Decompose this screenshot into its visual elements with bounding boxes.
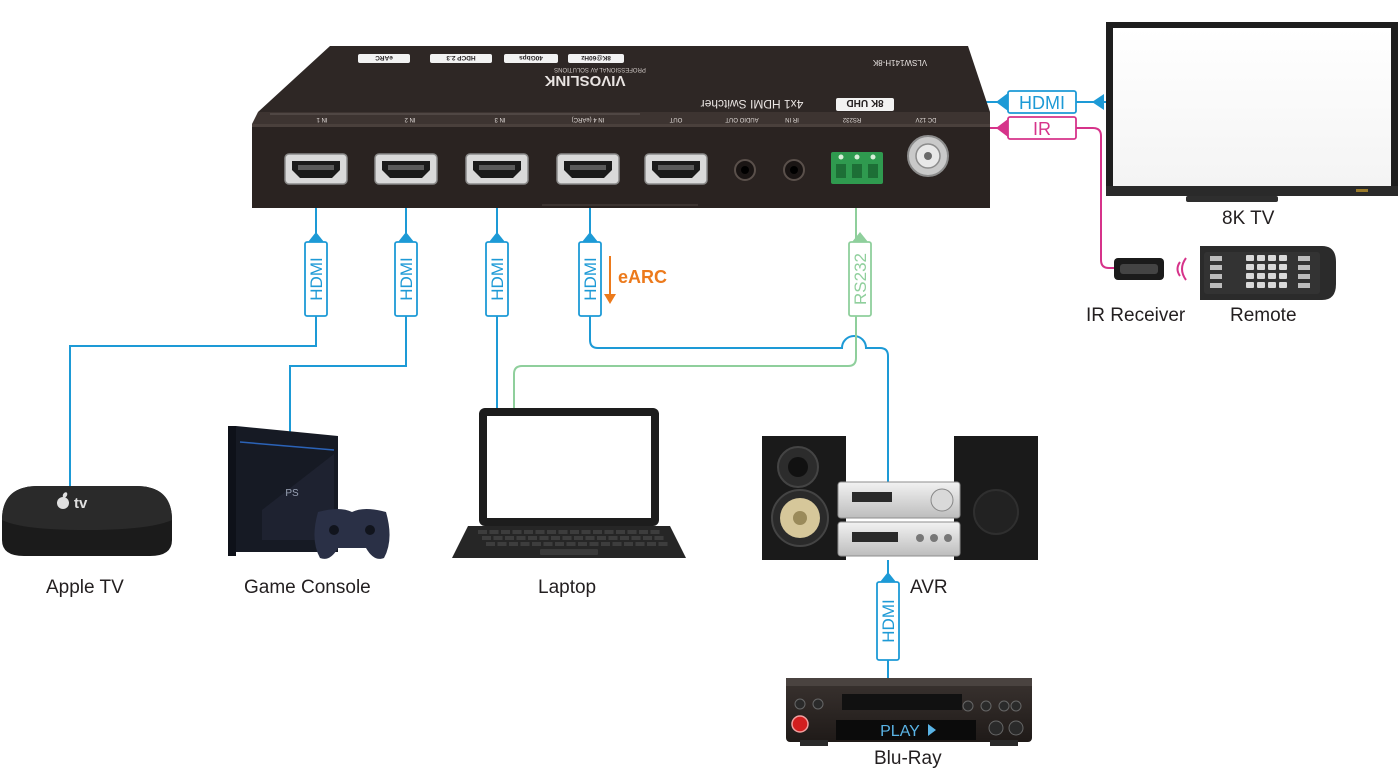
bluray-label: Blu-Ray <box>874 748 942 769</box>
port-label: IN 2 <box>404 116 416 122</box>
remote-buttons <box>1210 255 1310 288</box>
tag-hdmi-in3-label: HDMI <box>488 257 507 300</box>
laptop-label: Laptop <box>538 577 597 598</box>
gamepad-icon <box>314 509 390 559</box>
port-label: DC 12V <box>915 116 936 122</box>
port-label: AUDIO OUT <box>725 116 759 122</box>
svg-text:PS: PS <box>285 488 299 499</box>
game-console-device: PS <box>228 426 390 559</box>
laptop-keyboard <box>478 530 668 546</box>
rs232-terminal <box>831 152 883 184</box>
avr-device <box>762 436 1038 560</box>
hdmi-in-port-3 <box>465 153 529 185</box>
tag-rs232: RS232 <box>848 232 872 317</box>
hdmi-ports <box>284 153 708 185</box>
tag-hdmi-in3: HDMI <box>485 232 509 317</box>
bluray-display-text: PLAY <box>880 723 920 740</box>
switcher-brand: VIVOSLINK <box>544 72 625 89</box>
tag-hdmi-in2-label: HDMI <box>397 257 416 300</box>
tag-hdmi-in4: HDMI <box>578 232 602 317</box>
switcher-brand-sub: PROFESSIONAL AV SOLUTIONS <box>554 66 646 72</box>
dc-power-jack <box>907 135 949 177</box>
power-icon <box>791 715 809 733</box>
tv-device <box>1106 22 1398 202</box>
tag-hdmi-in1-label: HDMI <box>307 257 326 300</box>
hdmi-switcher: eARC HDCP 2.3 40Gbps 8K@60Hz VIVOSLINK PROF… <box>252 46 990 208</box>
port-label: OUT <box>669 116 682 122</box>
tv-label: 8K TV <box>1222 208 1275 229</box>
feature-badge: 8K@60Hz <box>580 54 611 61</box>
ir-receiver-label: IR Receiver <box>1086 305 1186 326</box>
avr-label: AVR <box>910 577 948 598</box>
tag-hdmi-bluray: HDMI <box>876 572 900 661</box>
tag-hdmi-out: HDMI <box>996 90 1104 114</box>
apple-tv-device: tv <box>2 486 172 556</box>
cable-hdmi-in4-earc <box>589 178 889 482</box>
tag-ir-label: IR <box>1033 119 1051 139</box>
feature-badge: eARC <box>375 54 393 61</box>
port-label: RS232 <box>842 116 861 122</box>
earc-label: eARC <box>618 267 667 287</box>
tag-hdmi-bluray-label: HDMI <box>879 599 898 642</box>
remote-device <box>1200 246 1336 300</box>
apple-tv-label: Apple TV <box>46 577 124 598</box>
port-label: IR IN <box>785 116 799 122</box>
switcher-product-name: 4x1 HDMI Switcher <box>701 97 804 111</box>
feature-badge: 40Gbps <box>519 54 543 61</box>
port-label: IN 4 (eARC) <box>572 116 605 122</box>
earc-indicator: eARC <box>604 256 667 304</box>
tag-hdmi-out-label: HDMI <box>1019 93 1065 113</box>
tag-hdmi-in1: HDMI <box>304 232 328 317</box>
port-label: IN 3 <box>494 116 506 122</box>
game-console-label: Game Console <box>244 577 371 598</box>
feature-badges: eARC HDCP 2.3 40Gbps 8K@60Hz <box>375 54 611 61</box>
hdmi-in-port-1 <box>284 153 348 185</box>
switcher-model: VLSW141H-8K <box>872 58 927 67</box>
port-label: IN 1 <box>316 116 328 122</box>
tag-hdmi-in4-label: HDMI <box>581 257 600 300</box>
apple-logo-icon <box>57 492 69 509</box>
bluray-device: PLAY <box>786 678 1032 746</box>
ir-receiver-device <box>1114 257 1187 281</box>
tag-ir: IR <box>996 116 1077 140</box>
switcher-badge: 8K UHD <box>846 97 883 108</box>
hdmi-out-port <box>644 153 708 185</box>
tag-rs232-label: RS232 <box>851 253 870 305</box>
apple-tv-logo-text: tv <box>74 495 88 512</box>
cable-rs232 <box>513 178 857 408</box>
remote-label: Remote <box>1230 305 1297 326</box>
hdmi-in-port-4 <box>556 153 620 185</box>
tag-hdmi-in2: HDMI <box>394 232 418 317</box>
feature-badge: HDCP 2.3 <box>446 54 476 61</box>
port-labels: IN 1 IN 2 IN 3 IN 4 (eARC) OUT AUDIO OUT IR IN… <box>316 116 937 122</box>
laptop-device <box>452 408 686 558</box>
hdmi-in-port-2 <box>374 153 438 185</box>
